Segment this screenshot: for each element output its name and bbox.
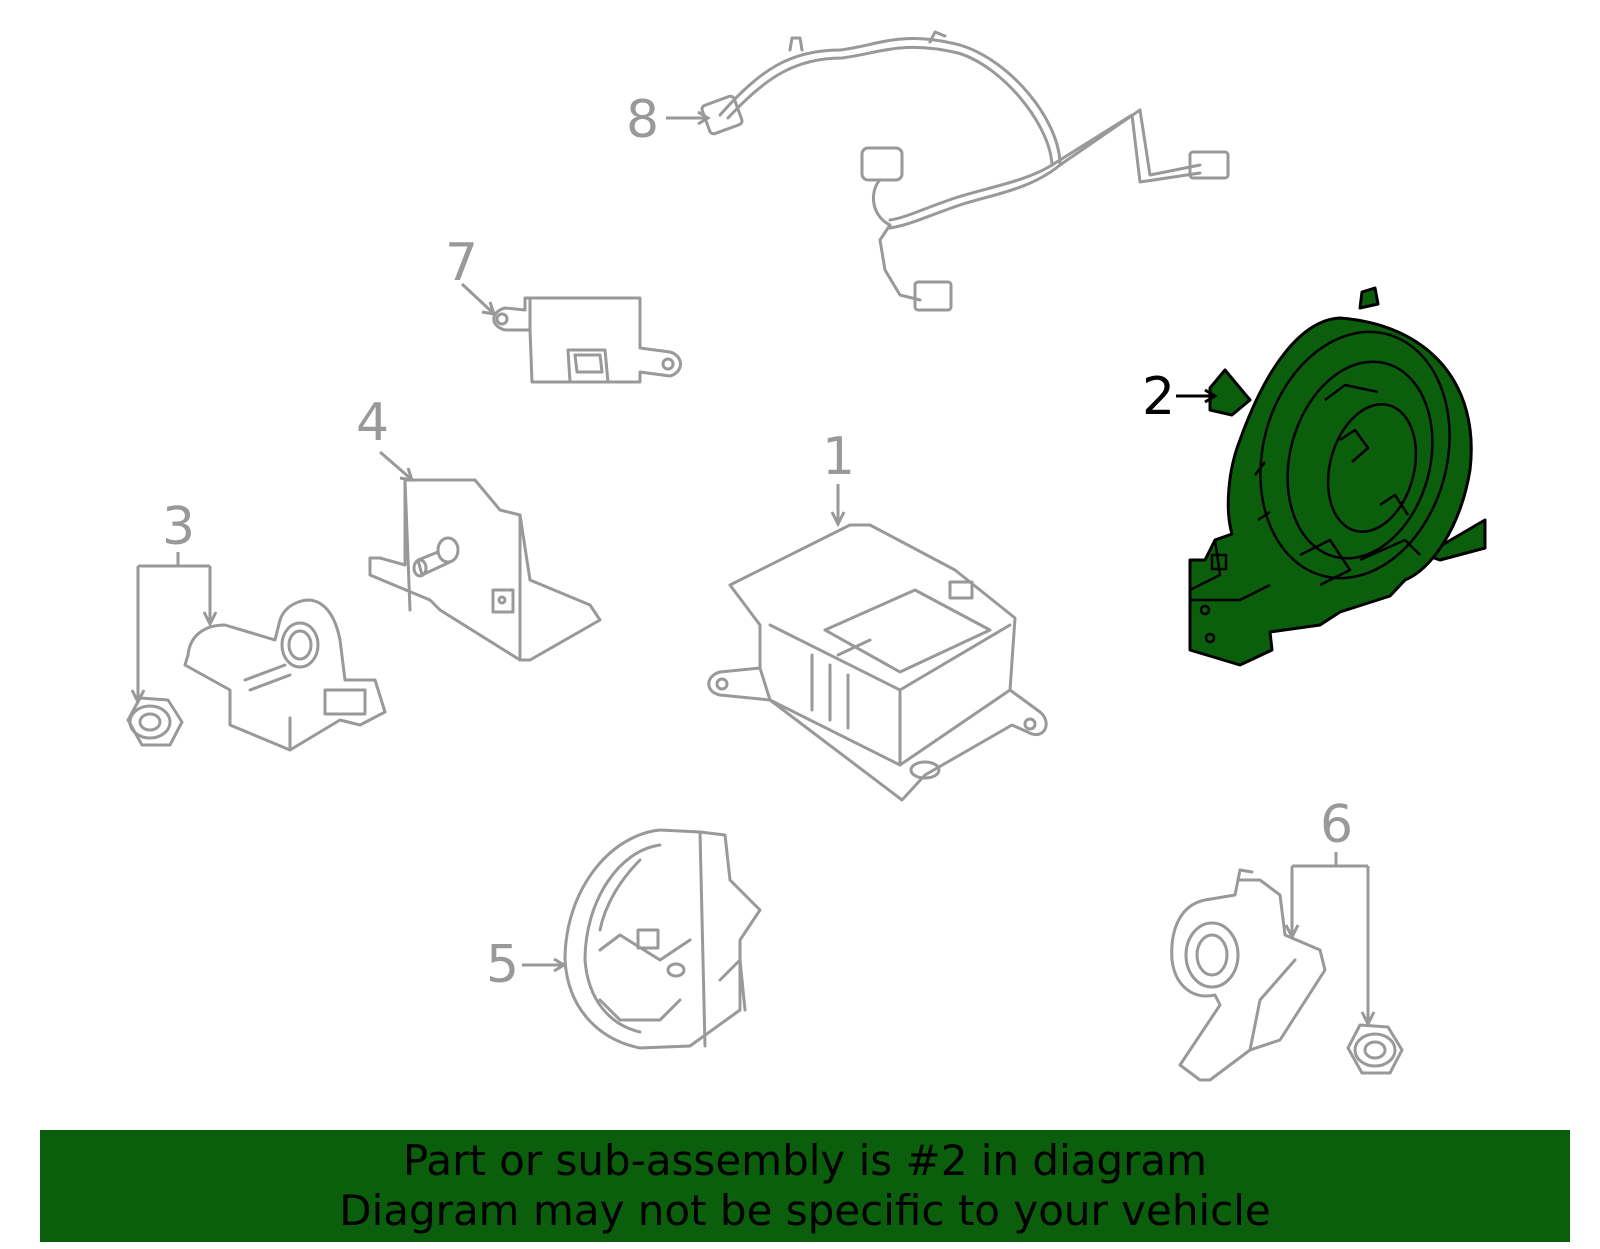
callout-7: 7 [445,233,497,316]
banner-line-2: Diagram may not be specific to your vehi… [339,1186,1271,1235]
svg-text:2: 2 [1142,367,1175,427]
svg-text:4: 4 [356,393,389,453]
part-2-clock-spring[interactable] [1188,286,1487,667]
svg-text:6: 6 [1320,795,1353,855]
callout-8: 8 [626,90,711,150]
part-3-sensor[interactable] [183,598,387,752]
part-3-nut[interactable] [126,696,184,747]
svg-text:1: 1 [822,427,855,487]
callout-6: 6 [1284,795,1376,1028]
callout-5: 5 [486,935,567,995]
part-6-sensor[interactable] [1170,868,1327,1082]
svg-text:8: 8 [626,90,659,150]
callout-3: 3 [130,497,218,706]
callout-4: 4 [356,393,415,482]
svg-text:5: 5 [486,935,519,995]
info-banner: Part or sub-assembly is #2 in diagram Di… [40,1130,1570,1242]
callout-2: 2 [1142,367,1218,427]
callout-1: 1 [822,427,855,528]
part-5-clock-spring[interactable] [563,828,762,1050]
svg-text:7: 7 [445,233,478,293]
svg-text:3: 3 [162,497,195,557]
part-8-wiring-harness[interactable] [700,30,1230,312]
part-7-module[interactable] [492,296,682,384]
part-6-nut[interactable] [1346,1023,1404,1075]
parts-diagram: 8 7 4 [126,30,1487,1082]
part-1-control-module[interactable] [707,523,1048,802]
banner-line-1: Part or sub-assembly is #2 in diagram [402,1136,1208,1185]
part-4-bracket[interactable] [368,478,602,662]
